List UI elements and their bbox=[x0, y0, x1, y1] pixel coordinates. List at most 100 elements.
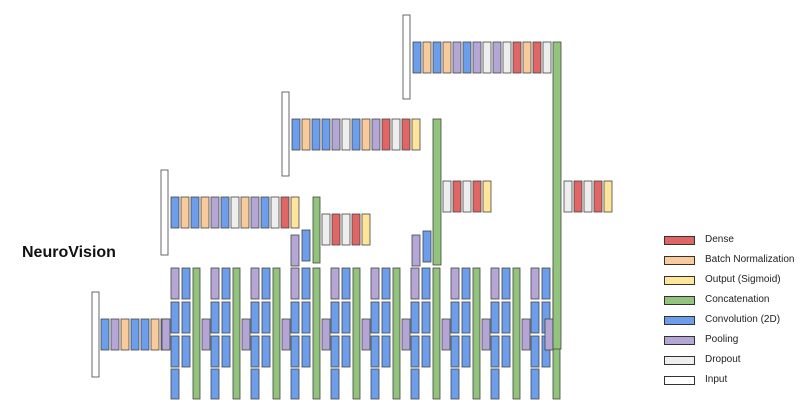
block6-conv-b-layer bbox=[370, 335, 380, 368]
stem-batchnorm-layer bbox=[120, 318, 130, 351]
block10-conv-b-layer bbox=[530, 335, 540, 368]
block8-conv-c-layer bbox=[450, 368, 460, 400]
block6-conv-f-layer bbox=[381, 335, 391, 368]
block6-conv-e-layer bbox=[381, 301, 391, 334]
block4-concat-layer bbox=[312, 267, 321, 400]
branch2-head-dense-layer bbox=[452, 180, 462, 213]
block4-conv-b-layer bbox=[290, 335, 300, 368]
block10-conv-c-layer bbox=[530, 368, 540, 400]
stem-pool-layer bbox=[110, 318, 120, 351]
branch1-pool-layer bbox=[290, 234, 300, 267]
block6-conv-a-layer bbox=[370, 301, 380, 334]
branch1-head-dropout-layer bbox=[321, 213, 331, 246]
stem-input-layer bbox=[91, 291, 100, 378]
block2-conv-a-layer bbox=[210, 301, 220, 334]
branch1-concat-layer bbox=[312, 196, 321, 264]
block1-pool-layer bbox=[170, 267, 180, 300]
branch2-pool-layer bbox=[331, 118, 341, 151]
block9-conv-d-layer bbox=[501, 267, 511, 300]
block5-conv-c-layer bbox=[330, 368, 340, 400]
legend-swatch bbox=[664, 296, 695, 305]
diagram-title: NeuroVision bbox=[22, 244, 116, 261]
branch2-head-output-layer bbox=[482, 180, 492, 213]
branch1-head-dropout-layer bbox=[341, 213, 351, 246]
final-pool-layer bbox=[544, 318, 554, 351]
block7-conv-e-layer bbox=[421, 301, 431, 334]
block3-conv-a-layer bbox=[250, 301, 260, 334]
block7-conv-c-layer bbox=[410, 368, 420, 400]
block4-pool-layer bbox=[290, 267, 300, 300]
branch1-batchnorm-layer bbox=[200, 196, 210, 229]
block7-pre-pool-layer bbox=[401, 318, 411, 351]
branch1-pool-layer bbox=[250, 196, 260, 229]
block9-concat-layer bbox=[512, 267, 521, 400]
branch1-head-dense-layer bbox=[331, 213, 341, 246]
block8-pre-pool-layer bbox=[441, 318, 451, 351]
branch1-pool-layer bbox=[210, 196, 220, 229]
legend-swatch bbox=[664, 376, 695, 385]
branch2-pool-layer bbox=[371, 118, 381, 151]
block4-conv-c-layer bbox=[290, 368, 300, 400]
block5-conv-a-layer bbox=[330, 301, 340, 334]
branch3-concat-layer bbox=[552, 41, 562, 350]
branch1-input-layer bbox=[160, 169, 169, 256]
block9-conv-a-layer bbox=[490, 301, 500, 334]
block2-conv-e-layer bbox=[221, 301, 231, 334]
branch1-dropout-layer bbox=[230, 196, 240, 229]
block8-conv-e-layer bbox=[461, 301, 471, 334]
block9-conv-f-layer bbox=[501, 335, 511, 368]
block6-pre-pool-layer bbox=[361, 318, 371, 351]
block3-pre-pool-layer bbox=[241, 318, 251, 351]
branch3-input-layer bbox=[402, 14, 411, 100]
legend-label: Pooling bbox=[705, 334, 739, 345]
branch3-pool-layer bbox=[452, 41, 462, 74]
branch2-batchnorm-layer bbox=[301, 118, 311, 151]
branch2-dropout-layer bbox=[391, 118, 401, 151]
block9-conv-e-layer bbox=[501, 301, 511, 334]
branch3-conv-layer bbox=[432, 41, 442, 74]
branch2-head-dropout-layer bbox=[442, 180, 452, 213]
branch2-conv-layer bbox=[291, 118, 301, 151]
branch3-batchnorm-layer bbox=[422, 41, 432, 74]
branch3-dropout-layer bbox=[502, 41, 512, 74]
block10-pre-pool-layer bbox=[521, 318, 531, 351]
stem-batchnorm-layer bbox=[150, 318, 160, 351]
branch1-conv-layer bbox=[170, 196, 180, 229]
branch2-dropout-layer bbox=[341, 118, 351, 151]
block4-conv-a-layer bbox=[290, 301, 300, 334]
block1-pre-pool-layer bbox=[161, 318, 171, 351]
branch3-head-output-layer bbox=[603, 180, 613, 213]
block6-concat-layer bbox=[392, 267, 401, 400]
branch2-concat-layer bbox=[432, 118, 442, 266]
legend-swatch bbox=[664, 356, 695, 365]
block1-concat-layer bbox=[192, 267, 201, 400]
legend-label: Convolution (2D) bbox=[705, 314, 781, 325]
branch3-batchnorm-layer bbox=[522, 41, 532, 74]
branch2-output-layer bbox=[411, 118, 421, 151]
branch3-dense-layer bbox=[512, 41, 522, 74]
block7-conv-b-layer bbox=[410, 335, 420, 368]
block3-conv-f-layer bbox=[261, 335, 271, 368]
branch2-conv-layer bbox=[351, 118, 361, 151]
block8-pool-layer bbox=[450, 267, 460, 300]
block2-conv-f-layer bbox=[221, 335, 231, 368]
block10-pool-layer bbox=[530, 267, 540, 300]
branch2-head-dense-layer bbox=[472, 180, 482, 213]
block9-pre-pool-layer bbox=[481, 318, 491, 351]
block5-conv-e-layer bbox=[341, 301, 351, 334]
branch2-dense-layer bbox=[381, 118, 391, 151]
block8-conv-d-layer bbox=[461, 267, 471, 300]
block3-pool-layer bbox=[250, 267, 260, 300]
block7-concat-layer bbox=[432, 267, 441, 400]
branch3-head-dense-layer bbox=[573, 180, 583, 213]
block1-conv-e-layer bbox=[181, 301, 191, 334]
stem-conv-layer bbox=[100, 318, 110, 351]
block9-conv-c-layer bbox=[490, 368, 500, 400]
block8-conv-f-layer bbox=[461, 335, 471, 368]
block8-concat-layer bbox=[472, 267, 481, 400]
branch2-head-dropout-layer bbox=[462, 180, 472, 213]
block2-conv-b-layer bbox=[210, 335, 220, 368]
block1-conv-b-layer bbox=[170, 335, 180, 368]
legend-label: Concatenation bbox=[705, 294, 770, 305]
block1-conv-a-layer bbox=[170, 301, 180, 334]
